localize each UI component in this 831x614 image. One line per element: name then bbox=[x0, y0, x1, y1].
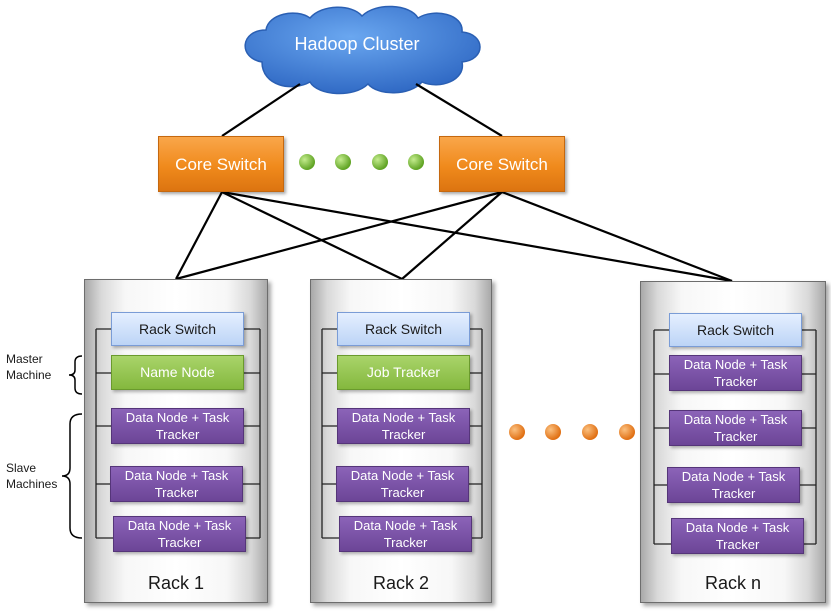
slave-brace bbox=[61, 413, 83, 539]
rack-1-data-node-1: Data Node + Task Tracker bbox=[111, 408, 244, 444]
rack-n-data-node-3: Data Node + Task Tracker bbox=[667, 467, 800, 503]
rack-2-data-node-1: Data Node + Task Tracker bbox=[337, 408, 470, 444]
rack-1: Rack Switch Name Node Data Node + Task T… bbox=[84, 279, 268, 603]
rack-2-label: Rack 2 bbox=[372, 573, 430, 593]
hadoop-cluster-cloud bbox=[244, 5, 481, 95]
link-cloud-core1 bbox=[221, 83, 301, 137]
rack-n-data-node-4: Data Node + Task Tracker bbox=[671, 518, 804, 554]
cloud-label: Hadoop Cluster bbox=[294, 34, 420, 54]
slave-machines-label: Slave Machines bbox=[6, 461, 58, 491]
link-core1-rack1 bbox=[175, 191, 223, 280]
ellipsis-dot bbox=[509, 424, 525, 440]
rack-n-data-node-2: Data Node + Task Tracker bbox=[669, 410, 802, 446]
link-core2-rackn bbox=[501, 190, 733, 283]
rack-2-job-tracker: Job Tracker bbox=[337, 355, 470, 390]
ellipsis-dot bbox=[372, 154, 388, 170]
rack-ellipsis bbox=[509, 424, 635, 440]
ellipsis-dot bbox=[545, 424, 561, 440]
rack-2-switch: Rack Switch bbox=[337, 312, 470, 346]
rack-1-name-node: Name Node bbox=[111, 355, 244, 390]
ellipsis-dot bbox=[408, 154, 424, 170]
ellipsis-dot bbox=[619, 424, 635, 440]
machine-braces bbox=[61, 355, 83, 539]
rack-1-switch: Rack Switch bbox=[111, 312, 244, 346]
core-switch-2: Core Switch bbox=[439, 136, 565, 192]
rack-n-label: Rack n bbox=[704, 573, 762, 593]
network-links bbox=[175, 83, 733, 283]
link-core1-rack2 bbox=[221, 191, 403, 280]
rack-n-switch: Rack Switch bbox=[669, 313, 802, 347]
core-switch-ellipsis bbox=[299, 154, 424, 170]
ellipsis-dot bbox=[582, 424, 598, 440]
link-core2-rack1 bbox=[175, 190, 503, 281]
master-machine-label: Master Machine bbox=[6, 352, 52, 382]
link-core1-rackn bbox=[221, 190, 733, 283]
core-switch-1: Core Switch bbox=[158, 136, 284, 192]
link-cloud-core2 bbox=[415, 83, 503, 137]
rack-1-label: Rack 1 bbox=[147, 573, 205, 593]
ellipsis-dot bbox=[335, 154, 351, 170]
rack-n-data-node-1: Data Node + Task Tracker bbox=[669, 355, 802, 391]
rack-n: Rack Switch Data Node + Task Tracker Dat… bbox=[640, 281, 826, 603]
rack-1-data-node-3: Data Node + Task Tracker bbox=[113, 516, 246, 552]
rack-2: Rack Switch Job Tracker Data Node + Task… bbox=[310, 279, 492, 603]
link-core2-rack2 bbox=[401, 191, 503, 280]
ellipsis-dot bbox=[299, 154, 315, 170]
rack-2-data-node-2: Data Node + Task Tracker bbox=[336, 466, 469, 502]
master-brace bbox=[68, 355, 83, 395]
rack-2-data-node-3: Data Node + Task Tracker bbox=[339, 516, 472, 552]
rack-1-data-node-2: Data Node + Task Tracker bbox=[110, 466, 243, 502]
